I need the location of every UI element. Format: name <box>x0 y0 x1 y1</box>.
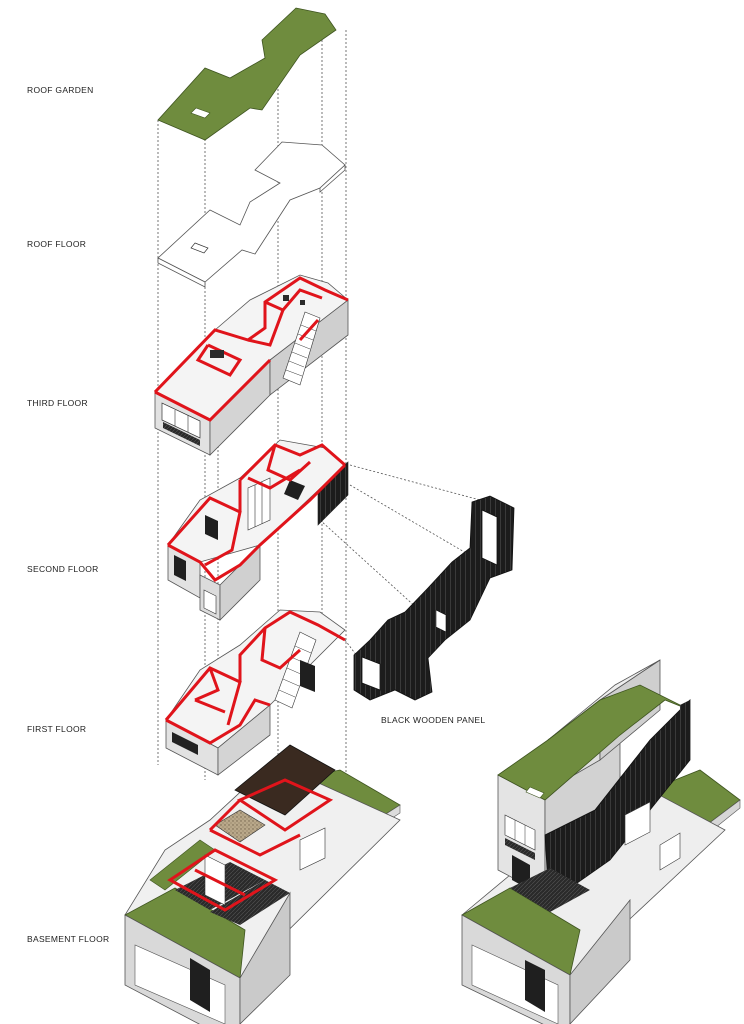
label-basement-floor: BASEMENT FLOOR <box>27 934 110 944</box>
roof-floor-level <box>157 141 346 288</box>
third-floor-level <box>153 274 349 456</box>
first-floor-level <box>164 609 346 776</box>
basement-floor-level <box>124 744 401 1024</box>
skylight-icon <box>525 786 545 799</box>
second-floor-level <box>166 439 349 621</box>
skylight-icon <box>190 107 211 119</box>
label-roof-floor: ROOF FLOOR <box>27 239 87 249</box>
label-first-floor: FIRST FLOOR <box>27 724 87 734</box>
assembled-building-view <box>461 659 741 1024</box>
label-black-wooden-panel: BLACK WOODEN PANEL <box>381 715 486 725</box>
black-wooden-panel <box>353 495 515 701</box>
label-second-floor: SECOND FLOOR <box>27 564 99 574</box>
roof-garden-level <box>157 7 337 141</box>
label-roof-garden: ROOF GARDEN <box>27 85 94 95</box>
label-third-floor: THIRD FLOOR <box>27 398 88 408</box>
